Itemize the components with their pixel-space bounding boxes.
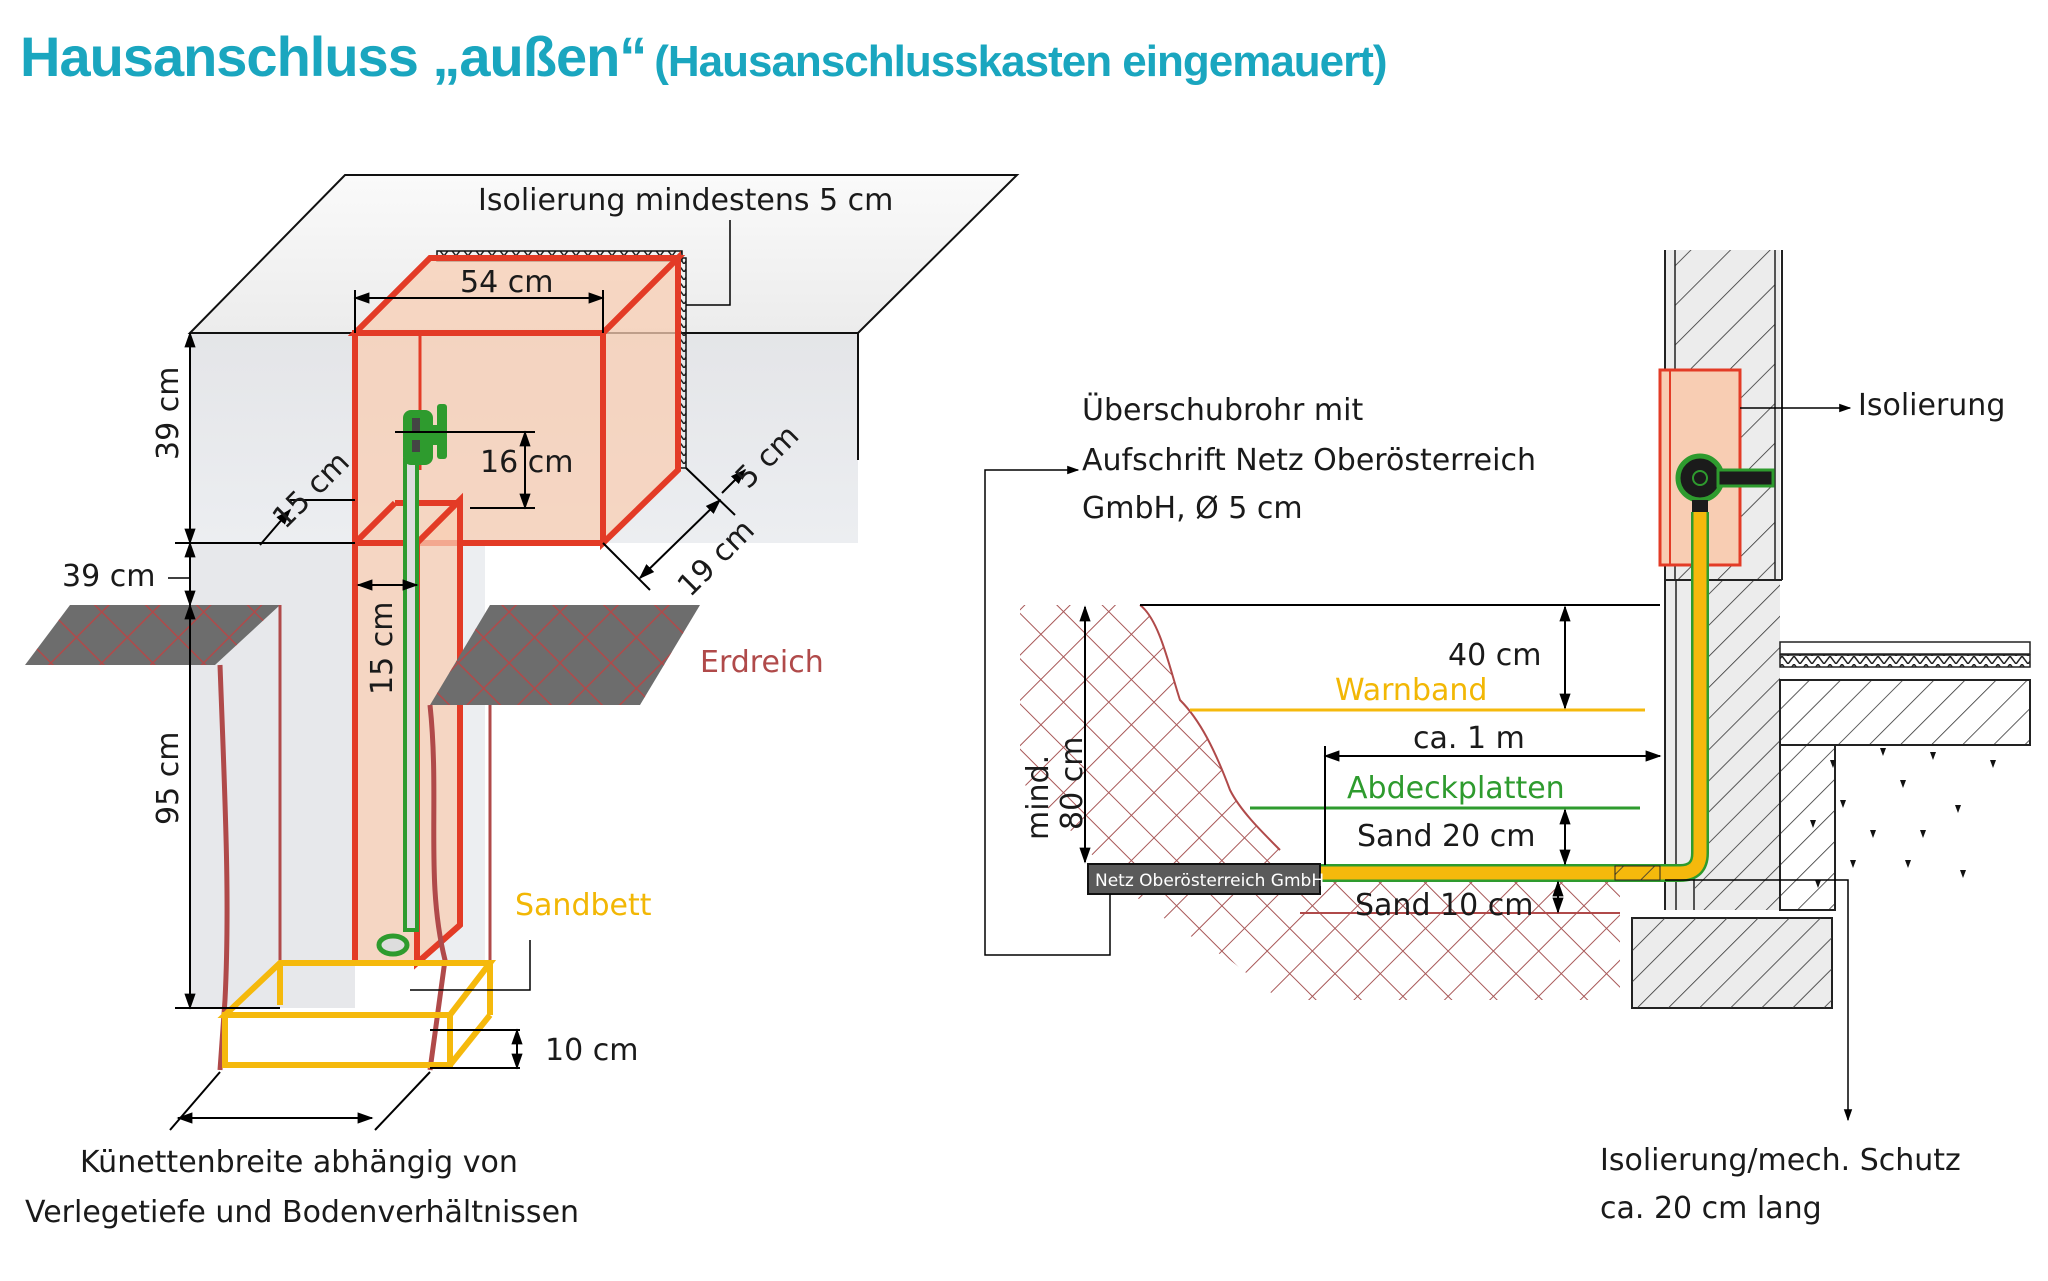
valve-height-label: 16 cm xyxy=(480,445,573,480)
sandbed-front xyxy=(222,1012,453,1068)
valve-icon xyxy=(1675,453,1775,514)
page-title: Hausanschluss „außen“ (Hausanschlusskast… xyxy=(20,24,1388,89)
mech-protection xyxy=(1614,865,1661,881)
gravel xyxy=(1810,748,1996,888)
duct-width-label: 15 cm xyxy=(365,602,400,695)
sleeve-label-line1: Überschubrohr mit xyxy=(1082,392,1363,428)
box-width-label: 54 cm xyxy=(460,265,553,300)
connection-box-front xyxy=(352,330,606,546)
distance-label: ca. 1 m xyxy=(1413,721,1525,756)
sand-top-label: Sand 20 cm xyxy=(1357,819,1535,854)
trench-wall-right xyxy=(427,704,448,1071)
wall-above-ground-label: 39 cm xyxy=(62,559,155,594)
protection-label-line2: ca. 20 cm lang xyxy=(1600,1191,1822,1226)
title-main: Hausanschluss „außen“ xyxy=(20,25,647,88)
embankment xyxy=(1020,605,1620,1000)
vertical-duct-side xyxy=(414,492,463,970)
min-depth-line2: 80 cm xyxy=(1055,737,1090,830)
gas-pipe xyxy=(1320,512,1709,882)
sandbed-label: Sandbett xyxy=(515,888,652,923)
valve-icon xyxy=(403,404,447,465)
cover-plates-label: Abdeckplatten xyxy=(1347,771,1565,806)
warnband-depth-label: 40 cm xyxy=(1448,638,1541,673)
sandbed-height-label: 10 cm xyxy=(545,1033,638,1068)
box-height-label: 39 cm xyxy=(151,367,186,460)
trench-note-line2: Verlegetiefe und Bodenverhältnissen xyxy=(25,1195,579,1230)
pipe-tag-label: Netz Oberösterreich GmbH xyxy=(1095,871,1324,891)
right-diagram: Netz Oberösterreich GmbH Überschubrohr m… xyxy=(984,250,2031,1226)
earth-label: Erdreich xyxy=(700,645,824,680)
gas-pipe xyxy=(403,458,419,932)
title-sub: (Hausanschlusskasten eingemauert) xyxy=(654,37,1387,86)
trench-wall-left xyxy=(217,664,230,1071)
sleeve-label-line3: GmbH, Ø 5 cm xyxy=(1082,491,1303,526)
pipe-tag xyxy=(1087,863,1321,895)
insulation-label: Isolierung xyxy=(1858,388,2005,423)
floor-slab xyxy=(1779,654,2031,668)
trench-depth-label: 95 cm xyxy=(151,732,186,825)
sand-bottom-label: Sand 10 cm xyxy=(1355,888,1533,923)
warnband-label: Warnband xyxy=(1335,673,1487,708)
left-diagram: Isolierung mindestens 5 cm 54 cm 39 cm 1… xyxy=(25,174,1020,1230)
sleeve-label-line2: Aufschrift Netz Oberösterreich xyxy=(1082,443,1536,478)
pipe-end xyxy=(376,933,410,957)
protection-label-line1: Isolierung/mech. Schutz xyxy=(1600,1143,1961,1178)
insulation-min-label: Isolierung mindestens 5 cm xyxy=(478,183,893,218)
trench-note-line1: Künettenbreite abhängig von xyxy=(80,1145,518,1180)
min-depth-line1: mind. xyxy=(1021,755,1056,840)
